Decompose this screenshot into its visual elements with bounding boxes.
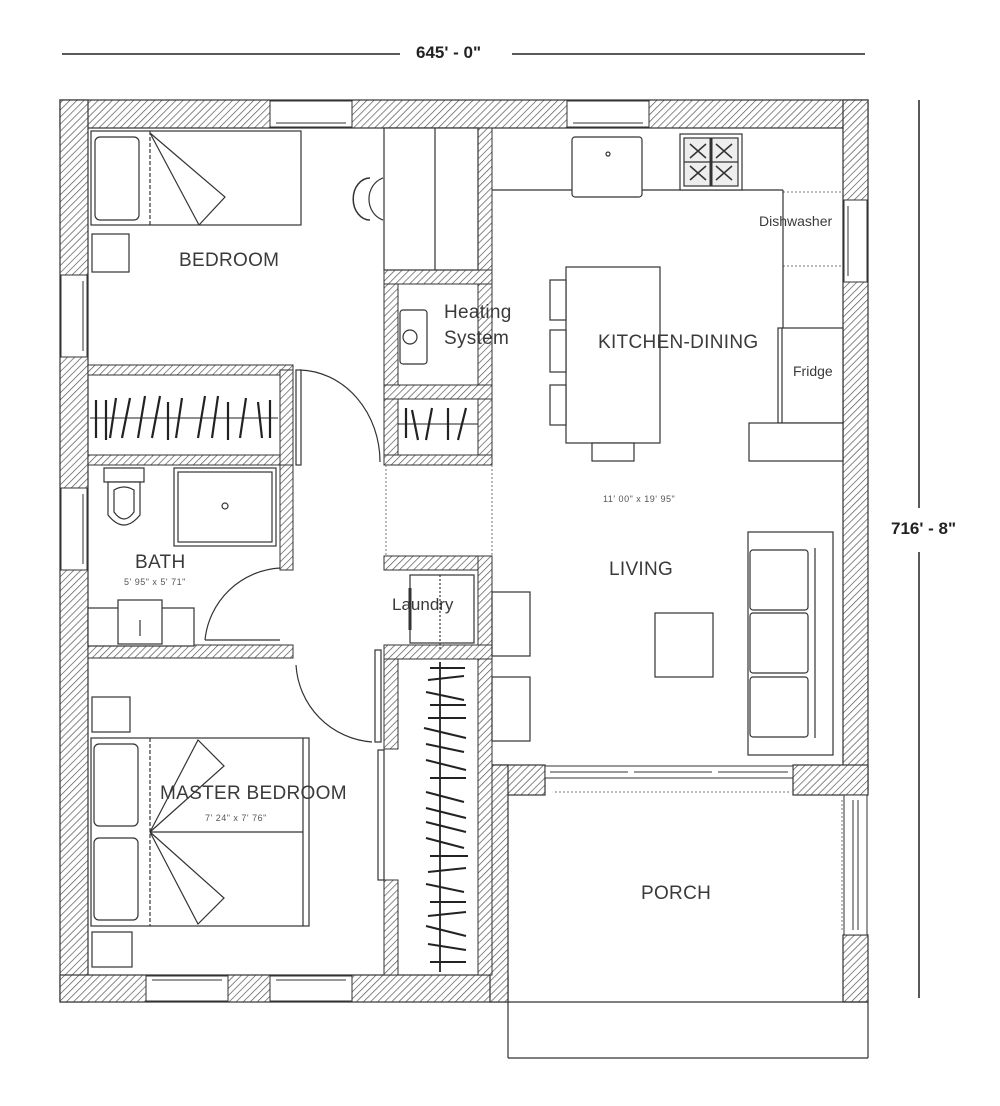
laundry-machine (408, 574, 475, 650)
heating-label-line2: System (444, 328, 510, 349)
height-dimension-label: 716' - 8" (885, 519, 963, 539)
windows (60, 100, 868, 1002)
wardrobe-hangers (423, 662, 468, 972)
heating-label-line1: Heating (444, 302, 512, 323)
laundry-label: Laundry (392, 595, 454, 614)
hallway-dashes (385, 191, 843, 930)
dimension-lines (62, 53, 920, 998)
dishwasher-label: Dishwasher (759, 213, 833, 229)
master-bedroom-label: MASTER BEDROOM (160, 783, 347, 804)
porch-outline (507, 1001, 869, 1059)
fridge-label: Fridge (793, 363, 833, 379)
heating-unit (399, 309, 428, 365)
bath-size-label: 5' 95" x 5' 71" (124, 577, 186, 587)
master-bedroom-size-label: 7' 24" x 7' 76" (205, 813, 267, 823)
living-size-label: 11' 00" x 19' 95" (603, 494, 676, 504)
closet-hangers (90, 395, 478, 441)
bedroom-furniture (90, 127, 479, 273)
bath-fixtures (87, 467, 281, 647)
interior-walls (87, 127, 493, 976)
doors (295, 369, 385, 881)
kitchen-fixtures (492, 133, 844, 462)
living-label: LIVING (609, 559, 674, 580)
living-furniture (491, 531, 834, 756)
porch-label: PORCH (641, 883, 712, 904)
width-dimension-label: 645' - 0" (410, 43, 488, 63)
bedroom-label: BEDROOM (179, 250, 280, 271)
kitchen-dining-label: KITCHEN-DINING (598, 332, 759, 353)
bath-label: BATH (135, 552, 186, 573)
master-bed (90, 696, 310, 968)
